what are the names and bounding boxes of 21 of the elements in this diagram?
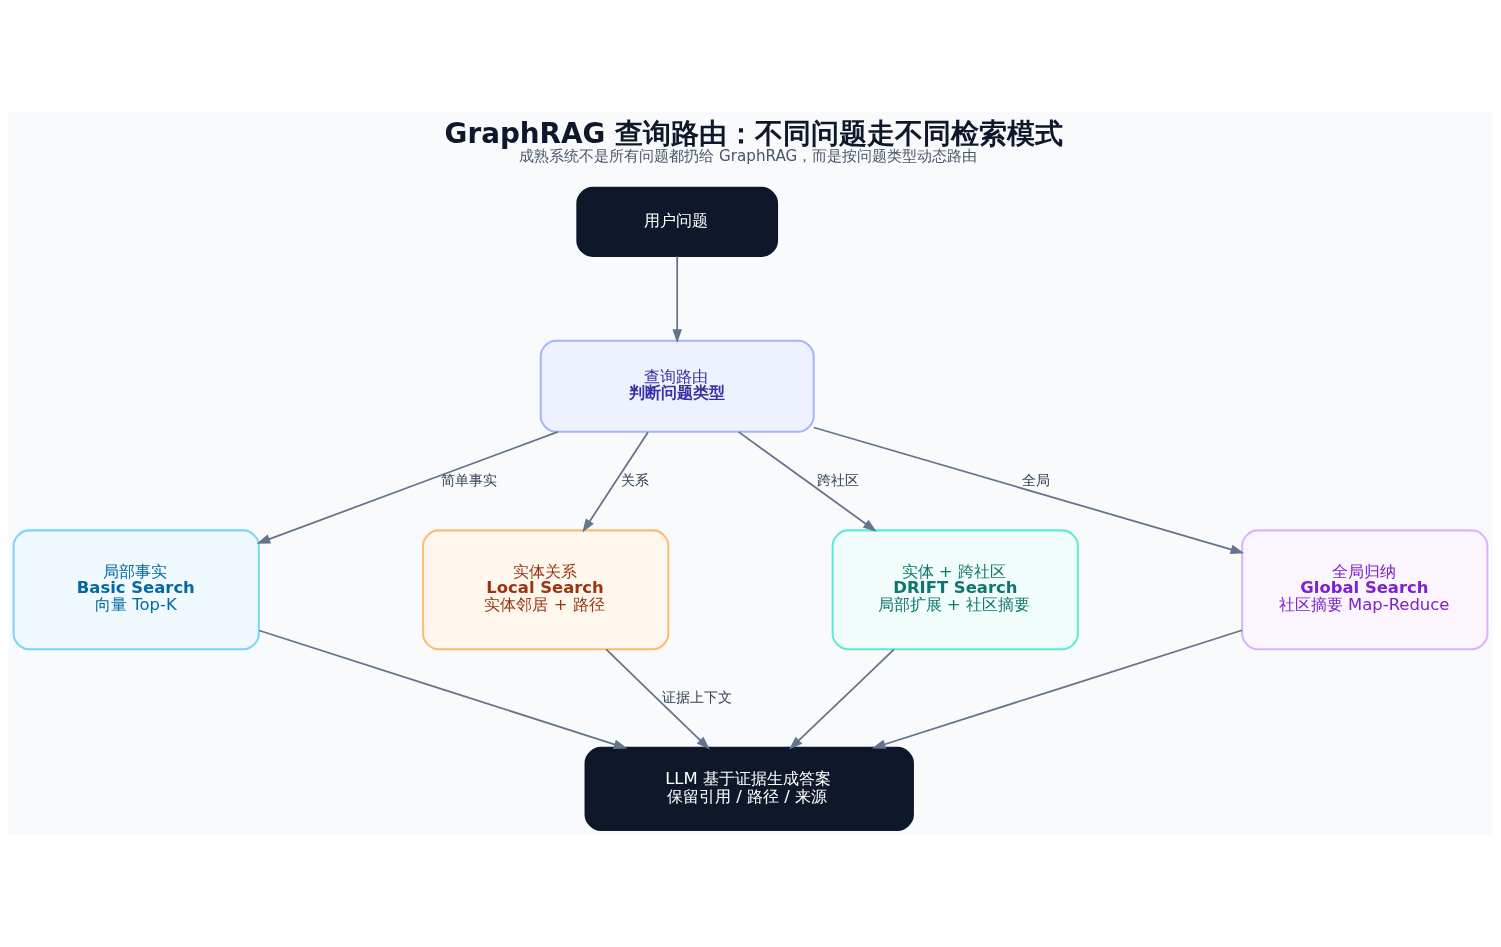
node-box: 查询路由 判断问题类型 [539, 339, 815, 433]
arrow [256, 431, 559, 544]
arrow [812, 426, 1245, 555]
edge-label: 简单事实 [440, 471, 497, 488]
arrow [258, 629, 628, 749]
arrow [871, 629, 1243, 749]
node-box: 实体 + 跨社区 DRIFT Search 局部扩展 + 社区摘要 [831, 529, 1079, 651]
arrow [737, 431, 877, 532]
edge-label: 证据上下文 [661, 689, 732, 706]
node-box: 局部事实 Basic Search 向量 Top-K [12, 529, 260, 651]
edge-label: 全局 [1021, 471, 1050, 488]
arrow [582, 431, 649, 533]
node-box: 用户问题 [576, 186, 779, 258]
node-box: 实体关系 Local Search 实体邻居 + 路径 [422, 529, 670, 651]
edge-label: 关系 [620, 471, 649, 488]
node-box: LLM 基于证据生成答案 保留引用 / 路径 / 来源 [584, 746, 914, 831]
arrow [605, 648, 710, 750]
node-box: 全局归纳 Global Search 社区摘要 Map-Reduce [1241, 529, 1489, 651]
edge-label: 跨社区 [816, 471, 859, 488]
arrow [789, 648, 895, 750]
arrow [672, 255, 682, 343]
